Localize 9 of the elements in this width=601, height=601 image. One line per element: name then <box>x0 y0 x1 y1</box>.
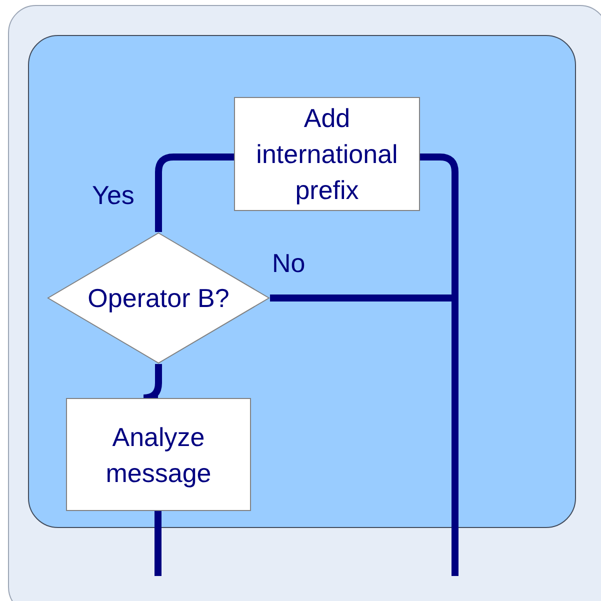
process-box <box>66 398 251 511</box>
node-text: Analyze message <box>104 420 212 490</box>
connector-line <box>154 511 162 576</box>
node-text: Add international prefix <box>255 102 399 207</box>
process-box <box>234 97 420 211</box>
connector-line <box>420 154 458 576</box>
connector-line <box>155 154 234 232</box>
node-text: Operator B? <box>86 282 230 315</box>
decision-diamond <box>47 232 270 364</box>
